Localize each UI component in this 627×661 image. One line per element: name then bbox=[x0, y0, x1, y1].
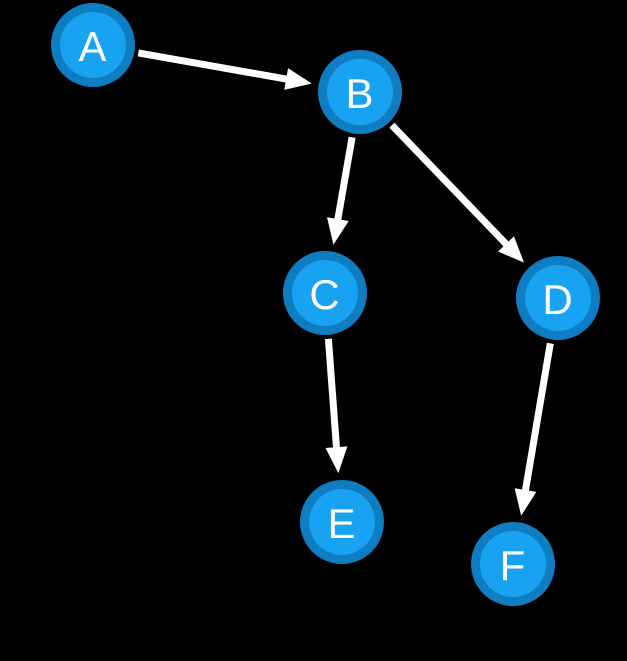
node-B-label: B bbox=[345, 70, 374, 117]
node-A-label: A bbox=[78, 23, 107, 70]
edge-B-C-shaft bbox=[333, 136, 356, 223]
node-A-body bbox=[60, 12, 126, 78]
edge-B-D-arrowhead-icon bbox=[498, 236, 525, 263]
node-E[interactable]: E bbox=[300, 480, 384, 564]
node-B[interactable]: B bbox=[318, 50, 402, 134]
node-E-label: E bbox=[327, 500, 356, 547]
edge-B-D bbox=[389, 122, 525, 263]
node-A[interactable]: A bbox=[51, 3, 135, 87]
edge-B-D-shaft bbox=[389, 122, 511, 249]
node-D[interactable]: D bbox=[516, 256, 600, 340]
node-C-body bbox=[292, 260, 358, 326]
node-D-body bbox=[525, 265, 591, 331]
edge-D-F-shaft bbox=[521, 342, 554, 494]
node-C[interactable]: C bbox=[283, 251, 367, 335]
edge-B-C-arrowhead-icon bbox=[327, 217, 349, 245]
node-E-body bbox=[309, 489, 375, 555]
edge-C-E bbox=[324, 338, 348, 474]
edge-D-F-arrowhead-icon bbox=[514, 488, 537, 516]
edge-B-C bbox=[327, 136, 356, 245]
node-C-label: C bbox=[309, 271, 340, 318]
node-F-label: F bbox=[500, 542, 527, 589]
node-F-body bbox=[480, 531, 546, 597]
node-F[interactable]: F bbox=[471, 522, 555, 606]
edge-C-E-arrowhead-icon bbox=[325, 446, 348, 474]
edge-A-B-arrowhead-icon bbox=[284, 68, 312, 90]
node-B-body bbox=[327, 59, 393, 125]
edge-D-F bbox=[514, 342, 554, 516]
node-D-label: D bbox=[542, 276, 573, 323]
edge-C-E-shaft bbox=[324, 338, 341, 451]
edge-A-B-shaft bbox=[137, 49, 290, 83]
edge-A-B bbox=[137, 49, 312, 90]
